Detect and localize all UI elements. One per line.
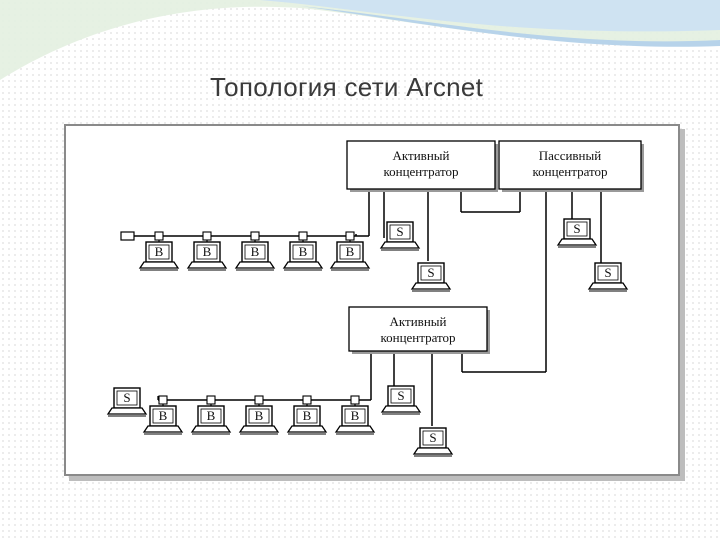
bus-station-top-2-label: B (203, 244, 212, 259)
server-bottom-1-label: S (397, 388, 404, 403)
bus-tap (206, 395, 216, 405)
slide-title: Топология сети Arcnet (210, 72, 484, 102)
server-bottom-2: S (412, 427, 454, 457)
bus-station-bottom-2-label: B (207, 408, 216, 423)
bus-station-top-3-label: B (251, 244, 260, 259)
bus-station-top-5-label: B (346, 244, 355, 259)
bus-station-top-4: B (282, 241, 324, 271)
bus-tap (350, 395, 360, 405)
header-swoosh-decoration (0, 0, 720, 80)
bus-station-bottom-1: B (142, 405, 184, 435)
bus-station-top-1: B (138, 241, 180, 271)
bus-station-top-4-label: B (299, 244, 308, 259)
bus-station-bottom-3-label: B (255, 408, 264, 423)
bus-terminator (120, 231, 135, 241)
bus-tap (302, 395, 312, 405)
bus-tap (298, 231, 308, 241)
bus-station-top-3: B (234, 241, 276, 271)
bus-station-bottom-3: B (238, 405, 280, 435)
hub-layer: АктивныйконцентраторПассивныйконцентрато… (346, 140, 644, 354)
server-passive-1: S (556, 218, 598, 248)
bus-tap (202, 231, 212, 241)
bus-station-bottom-1-label: B (159, 408, 168, 423)
server-top-1: S (379, 221, 421, 251)
bus-tap (254, 395, 264, 405)
topology-svg: АктивныйконцентраторПассивныйконцентрато… (106, 140, 644, 457)
server-passive-1-label: S (573, 221, 580, 236)
server-bottom-1: S (380, 385, 422, 415)
passive-hub-label-1: Пассивный (539, 148, 601, 163)
active-hub-bottom-label-2: концентратор (380, 330, 455, 345)
bus-tap (250, 231, 260, 241)
bus-tap (345, 231, 355, 241)
bus-tap (158, 395, 168, 405)
server-bottom-left: S (106, 387, 148, 417)
bus-tap (154, 231, 164, 241)
server-passive-2: S (587, 262, 629, 292)
active-hub-bottom-label-1: Активный (390, 314, 447, 329)
bus-station-top-5: B (329, 241, 371, 271)
station-layer: B B B B B S S S S B B B B B S S S (106, 218, 629, 457)
bus-station-bottom-2: B (190, 405, 232, 435)
server-top-1-label: S (396, 224, 403, 239)
bus-station-bottom-5-label: B (351, 408, 360, 423)
bus-station-bottom-4: B (286, 405, 328, 435)
server-bottom-left-label: S (123, 390, 130, 405)
network-cables (120, 189, 602, 426)
bus-station-top-1-label: B (155, 244, 164, 259)
server-bottom-2-label: S (429, 430, 436, 445)
bus-station-bottom-5: B (334, 405, 376, 435)
bus-station-bottom-4-label: B (303, 408, 312, 423)
server-passive-2-label: S (604, 265, 611, 280)
bus-station-top-2: B (186, 241, 228, 271)
passive-hub-label-2: концентратор (532, 164, 607, 179)
server-top-2: S (410, 262, 452, 292)
active-hub-top-label-1: Активный (393, 148, 450, 163)
server-top-2-label: S (427, 265, 434, 280)
active-hub-top-label-2: концентратор (383, 164, 458, 179)
